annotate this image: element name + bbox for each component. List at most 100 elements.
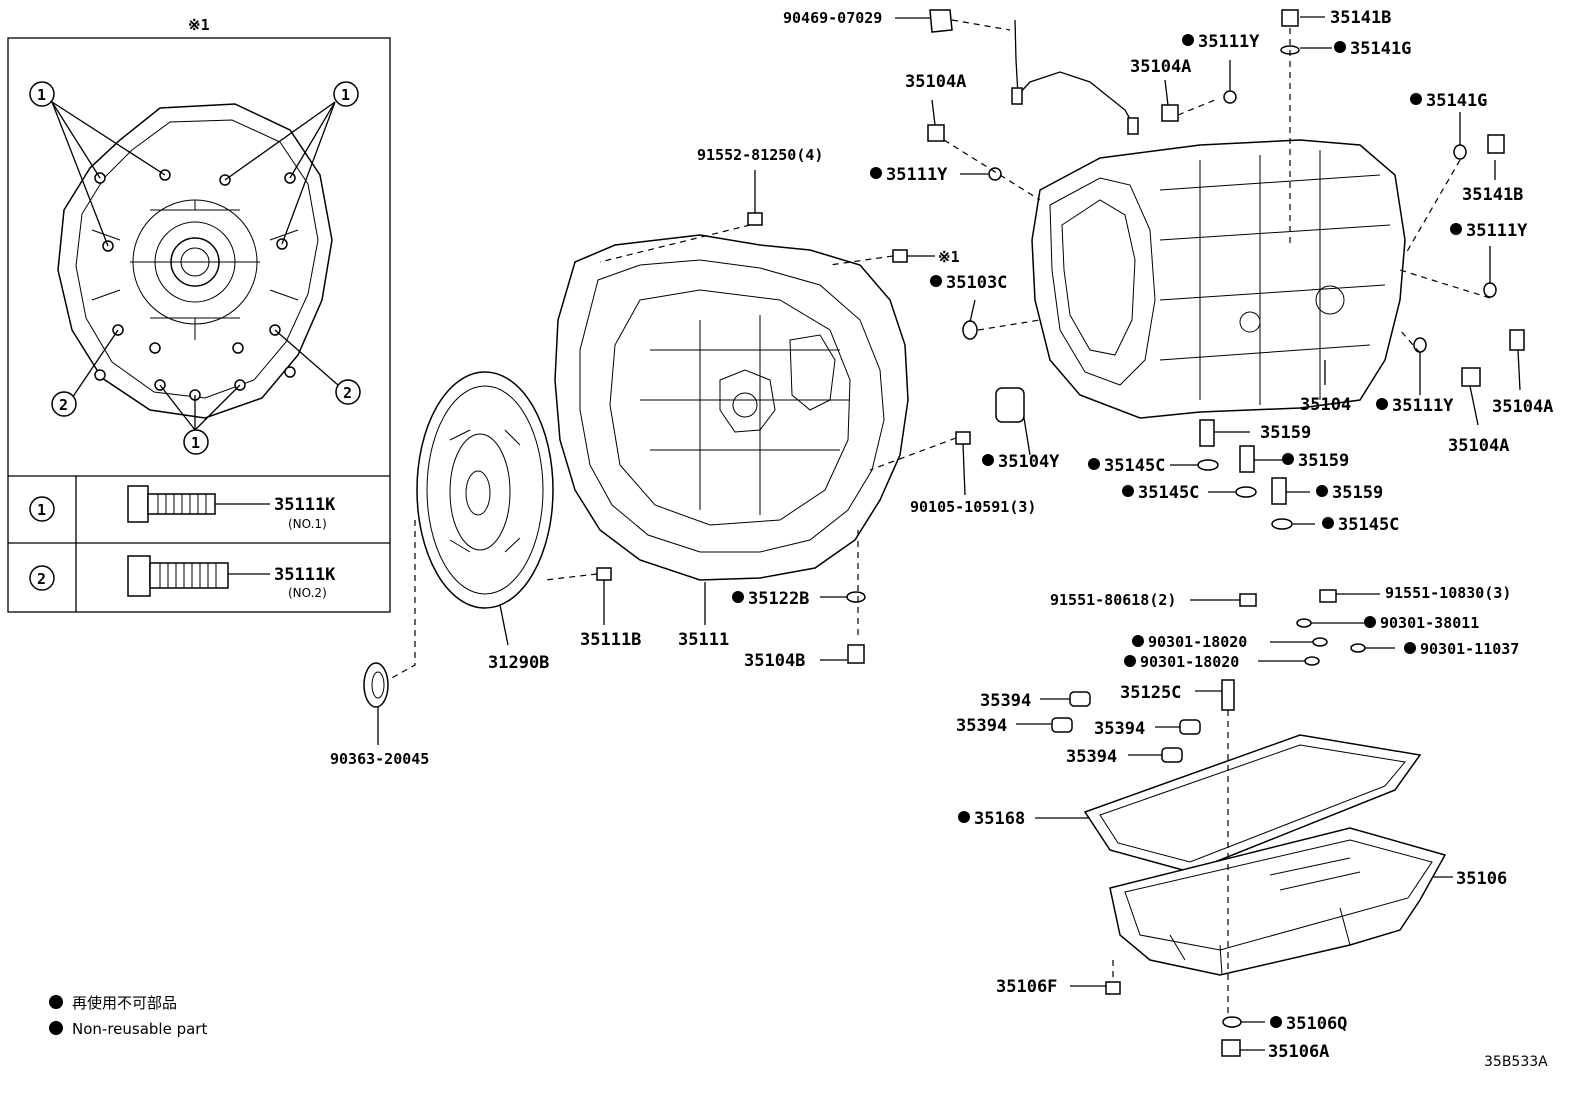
inset-leaders <box>51 101 339 431</box>
nonreusable-dot <box>870 167 882 179</box>
oil-seal-90363 <box>363 662 389 708</box>
label-91552-81250: 91552-81250(4) <box>697 146 823 164</box>
leader-lines <box>377 16 1521 1051</box>
nonreusable-dot <box>732 591 744 603</box>
label-35104: 35104 <box>1300 395 1351 415</box>
oil-pan-gasket-35168 <box>1083 734 1422 873</box>
label-35104A-3: 35104A <box>1492 397 1553 417</box>
svg-text:2: 2 <box>59 396 68 414</box>
oil-pan-35106 <box>1109 827 1447 976</box>
label-35111: 35111 <box>678 630 729 650</box>
label-90105-10591: 90105-10591(3) <box>910 498 1036 516</box>
small-parts <box>596 9 1525 1057</box>
label-35145C-3: 35145C <box>1338 515 1399 535</box>
label-35111Y-4: 35111Y <box>1392 396 1454 416</box>
nonreusable-dot <box>1334 41 1346 53</box>
inset-callout-1-bottom: 1 <box>183 429 209 455</box>
label-35104A-2: 35104A <box>1130 57 1191 77</box>
label-35159-2: 35159 <box>1298 451 1349 471</box>
nonreusable-dot <box>1322 517 1334 529</box>
part-labels: 90469-07029 35104A 35111Y 35104A 35111Y … <box>330 8 1553 1062</box>
label-35103C: 35103C <box>946 273 1007 293</box>
legend: 再使用不可部品 Non-reusable part <box>49 994 207 1038</box>
housing-front-view <box>57 103 333 419</box>
nonreusable-dot <box>1124 655 1136 667</box>
label-35106A: 35106A <box>1268 1042 1329 1062</box>
nonreusable-dot <box>1410 93 1422 105</box>
legend-jp: 再使用不可部品 <box>72 994 177 1012</box>
inset-row-2-part: 35111K <box>274 565 336 585</box>
label-35394-3: 35394 <box>1094 719 1145 739</box>
label-35125C: 35125C <box>1120 683 1181 703</box>
label-35111Y-3: 35111Y <box>1466 221 1528 241</box>
label-90301-11037: 90301-11037 <box>1420 640 1519 658</box>
label-35111Y-2: 35111Y <box>1198 32 1260 52</box>
inset-panel: ※1 <box>7 16 391 613</box>
label-35159-3: 35159 <box>1332 483 1383 503</box>
svg-text:1: 1 <box>37 86 46 104</box>
nonreusable-dot <box>1088 458 1100 470</box>
nonreusable-dot <box>1376 398 1388 410</box>
nonreusable-dot <box>1182 34 1194 46</box>
inset-title: ※1 <box>188 16 210 34</box>
transmission-case-35104 <box>1031 139 1406 419</box>
nonreusable-dot <box>1316 485 1328 497</box>
nonreusable-dot <box>1450 223 1462 235</box>
svg-text:2: 2 <box>37 570 46 588</box>
label-35394-1: 35394 <box>980 691 1031 711</box>
label-35104Y: 35104Y <box>998 452 1060 472</box>
nonreusable-dot <box>1270 1016 1282 1028</box>
parts-diagram: ※1 <box>7 8 1553 1070</box>
svg-text:1: 1 <box>37 501 46 519</box>
inset-row-1-part: 35111K <box>274 495 336 515</box>
label-35141B-2: 35141B <box>1462 185 1523 205</box>
svg-text:2: 2 <box>343 384 352 402</box>
nonreusable-dot <box>1364 616 1376 628</box>
nonreusable-dot <box>1282 453 1294 465</box>
label-35104B: 35104B <box>744 651 805 671</box>
label-35106F: 35106F <box>996 977 1057 997</box>
label-35394-2: 35394 <box>956 716 1007 736</box>
label-35111B: 35111B <box>580 630 641 650</box>
svg-text:1: 1 <box>191 434 200 452</box>
label-91551-10830: 91551-10830(3) <box>1385 584 1511 602</box>
nonreusable-dot <box>930 275 942 287</box>
label-35104A-4: 35104A <box>1448 436 1509 456</box>
inset-callout-1-right: 1 <box>333 81 359 107</box>
damper-31290B <box>416 371 554 609</box>
figure-code: 35B533A <box>1484 1054 1548 1070</box>
label-35159-1: 35159 <box>1260 423 1311 443</box>
inset-row-1: 1 35111K (NO.1) <box>29 485 336 531</box>
inset-row-2: 2 35111K (NO.2) <box>29 555 336 600</box>
assembly-lines <box>387 19 1491 1015</box>
inset-border <box>7 37 391 613</box>
label-35141B-1: 35141B <box>1330 8 1391 28</box>
nonreusable-dot <box>958 811 970 823</box>
label-90469-07029: 90469-07029 <box>783 9 882 27</box>
inset-row-2-sub: (NO.2) <box>288 586 327 600</box>
label-35394-4: 35394 <box>1066 747 1117 767</box>
inset-callout-2-left: 2 <box>51 391 77 417</box>
label-35104A-1: 35104A <box>905 72 966 92</box>
label-35106: 35106 <box>1456 869 1507 889</box>
label-35168: 35168 <box>974 809 1025 829</box>
label-35141G-1: 35141G <box>1350 39 1411 59</box>
label-35145C-1: 35145C <box>1104 456 1165 476</box>
label-90301-18020-a: 90301-18020 <box>1148 633 1247 651</box>
label-35141G-2: 35141G <box>1426 91 1487 111</box>
transaxle-housing-35111 <box>554 234 909 581</box>
nonreusable-dot <box>1404 642 1416 654</box>
svg-text:1: 1 <box>341 86 350 104</box>
inset-callout-1-left: 1 <box>29 81 55 107</box>
label-35111Y-1: 35111Y <box>886 165 948 185</box>
inset-callout-2-right: 2 <box>335 379 361 405</box>
nonreusable-dot <box>1122 485 1134 497</box>
label-35145C-2: 35145C <box>1138 483 1199 503</box>
legend-en: Non-reusable part <box>72 1020 207 1038</box>
inset-row-1-sub: (NO.1) <box>288 517 327 531</box>
label-35106Q: 35106Q <box>1286 1014 1347 1034</box>
label-31290B: 31290B <box>488 653 549 673</box>
nonreusable-dot <box>1132 635 1144 647</box>
label-91551-80618: 91551-80618(2) <box>1050 591 1176 609</box>
label-90363-20045: 90363-20045 <box>330 750 429 768</box>
